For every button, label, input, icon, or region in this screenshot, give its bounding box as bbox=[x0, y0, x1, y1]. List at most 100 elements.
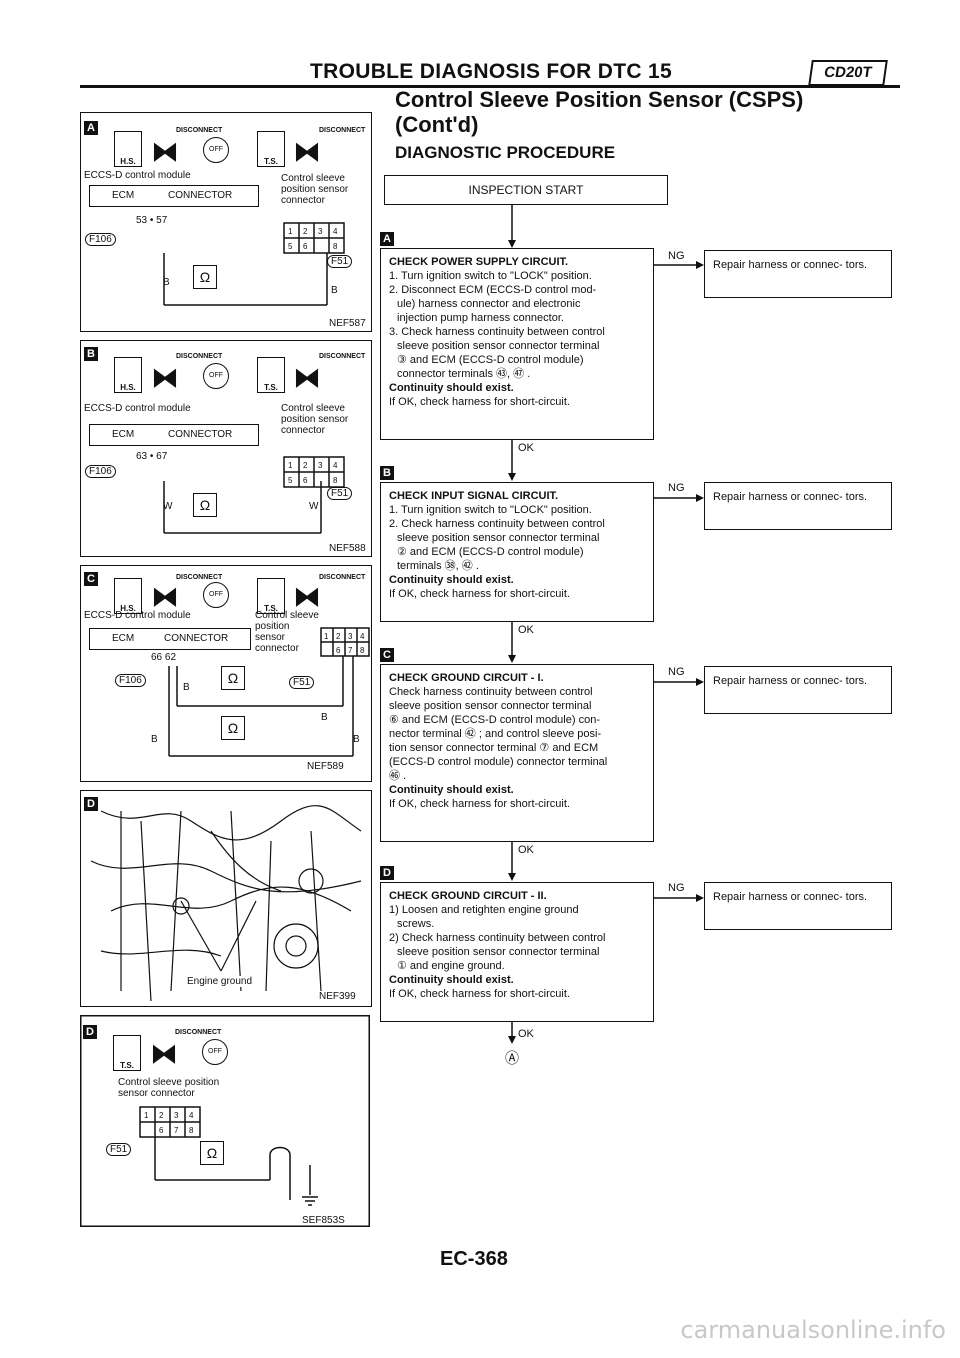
step-line: nector terminal ㊷ ; and control sleeve p… bbox=[389, 728, 602, 740]
disconnect-label: DISCONNECT bbox=[176, 127, 223, 134]
step-line: ule) harness connector and electronic bbox=[397, 298, 581, 310]
figure-letter: B bbox=[84, 347, 98, 361]
ecm-text: ECM bbox=[112, 190, 135, 201]
disconnect-label: DISCONNECT bbox=[176, 574, 223, 581]
figure-c-panel: C H.S. DISCONNECT ⧓ OFF T.S. DISCONNECT … bbox=[80, 565, 372, 782]
svg-text:4: 4 bbox=[333, 461, 338, 470]
step-line: 1. Turn ignition switch to "LOCK" positi… bbox=[389, 504, 592, 516]
harness-side-icon: H.S. bbox=[114, 357, 142, 393]
figure-code: NEF587 bbox=[329, 318, 366, 329]
step-line: screws. bbox=[397, 918, 435, 930]
section-title: Control Sleeve Position Sensor (CSPS) (C… bbox=[395, 87, 803, 137]
svg-text:7: 7 bbox=[348, 646, 353, 655]
ecm-connector-box: ECM CONNECTOR bbox=[89, 628, 251, 650]
step-line: terminals ㊳, ㊷ . bbox=[397, 560, 479, 572]
repair-box: Repair harness or connec- tors. bbox=[704, 482, 892, 530]
watermark: carmanualsonline.info bbox=[680, 1316, 946, 1344]
ohmmeter-icon: Ω bbox=[221, 716, 245, 740]
connector-f106: F106 bbox=[85, 233, 116, 246]
svg-text:1: 1 bbox=[288, 461, 293, 470]
step-letter: B bbox=[380, 466, 394, 480]
ignition-off-icon: OFF bbox=[203, 363, 229, 389]
svg-text:6: 6 bbox=[303, 242, 308, 251]
step-line: sleeve position sensor connector termina… bbox=[397, 946, 600, 958]
ng-label: NG bbox=[668, 482, 685, 494]
svg-text:3: 3 bbox=[348, 632, 353, 641]
disconnect-label: DISCONNECT bbox=[319, 353, 366, 360]
step-tail: If OK, check harness for short-circuit. bbox=[389, 588, 570, 600]
step-letter: D bbox=[380, 866, 394, 880]
ohmmeter-icon: Ω bbox=[200, 1141, 224, 1165]
sensor-label: Control sleeve position sensor connector bbox=[281, 173, 349, 206]
wire-color: B bbox=[151, 734, 158, 745]
page-header-title: TROUBLE DIAGNOSIS FOR DTC 15 bbox=[310, 60, 672, 83]
ok-label: OK bbox=[518, 1028, 534, 1040]
step-power-supply: CHECK POWER SUPPLY CIRCUIT. 1. Turn igni… bbox=[380, 248, 654, 440]
step-line: (ECCS-D control module) connector termin… bbox=[389, 756, 608, 768]
header-rule bbox=[80, 85, 900, 88]
disconnect-label: DISCONNECT bbox=[319, 127, 366, 134]
figure-d-panel: D Engine ground NEF399 bbox=[80, 790, 372, 1007]
ohmmeter-icon: Ω bbox=[193, 265, 217, 289]
harness-side-icon: H.S. bbox=[114, 131, 142, 167]
svg-text:5: 5 bbox=[288, 476, 293, 485]
step-ground-circuit-1: CHECK GROUND CIRCUIT - I. Check harness … bbox=[380, 664, 654, 842]
step-line: 2. Disconnect ECM (ECCS-D control mod- bbox=[389, 284, 597, 296]
section-title-line2: (Cont'd) bbox=[395, 112, 479, 137]
svg-text:8: 8 bbox=[333, 242, 338, 251]
svg-text:1: 1 bbox=[288, 227, 293, 236]
pin-numbers: 53 • 57 bbox=[136, 215, 168, 226]
svg-text:3: 3 bbox=[318, 461, 323, 470]
step-tail: If OK, check harness for short-circuit. bbox=[389, 988, 570, 1000]
harness-side-icon: H.S. bbox=[114, 578, 142, 614]
svg-text:4: 4 bbox=[333, 227, 338, 236]
figure-code: SEF853S bbox=[302, 1215, 345, 1226]
svg-text:2: 2 bbox=[303, 461, 308, 470]
ng-label: NG bbox=[668, 666, 685, 678]
ohmmeter-icon: Ω bbox=[193, 493, 217, 517]
wire-color: B bbox=[163, 277, 170, 288]
engine-ground-illustration bbox=[90, 805, 362, 1002]
svg-text:1: 1 bbox=[324, 632, 329, 641]
sensor-label: Control sleeve position sensor connector bbox=[255, 610, 319, 654]
ecm-label: ECCS-D control module bbox=[84, 403, 191, 414]
step-line: ① and engine ground. bbox=[397, 960, 505, 972]
svg-text:3: 3 bbox=[318, 227, 323, 236]
step-line: Check harness continuity between control bbox=[389, 686, 593, 698]
procedure-subtitle: DIAGNOSTIC PROCEDURE bbox=[395, 143, 616, 162]
svg-text:8: 8 bbox=[189, 1126, 194, 1135]
svg-text:8: 8 bbox=[333, 476, 338, 485]
ecm-text: ECM bbox=[112, 429, 135, 440]
wire-color: W bbox=[163, 501, 173, 512]
repair-box: Repair harness or connec- tors. bbox=[704, 250, 892, 298]
step-heading: CHECK POWER SUPPLY CIRCUIT. bbox=[389, 256, 569, 268]
connector-f51: F51 bbox=[289, 676, 315, 689]
step-line: 1) Loosen and retighten engine ground bbox=[389, 904, 579, 916]
connector-f106: F106 bbox=[85, 465, 116, 478]
figure-a-panel: A H.S. DISCONNECT ⧓ OFF T.S. DISCONNECT … bbox=[80, 112, 372, 332]
step-line: sleeve position sensor connector termina… bbox=[397, 340, 600, 352]
inspection-start-box: INSPECTION START bbox=[384, 175, 668, 205]
step-line: ⑥ and ECM (ECCS-D control module) con- bbox=[389, 714, 600, 726]
ignition-off-icon: OFF bbox=[203, 137, 229, 163]
svg-text:4: 4 bbox=[360, 632, 365, 641]
connector-plug-icon: ⧓ bbox=[293, 362, 321, 393]
figure-code: NEF399 bbox=[319, 991, 356, 1002]
engine-ground-label: Engine ground bbox=[185, 976, 255, 987]
ignition-off-icon: OFF bbox=[202, 1039, 228, 1065]
connector-text: CONNECTOR bbox=[164, 633, 229, 644]
connector-plug-icon: ⧓ bbox=[293, 581, 321, 612]
connector-plug-icon: ⧓ bbox=[293, 136, 321, 167]
step-heading: CHECK GROUND CIRCUIT - II. bbox=[389, 890, 547, 902]
continuity-note: Continuity should exist. bbox=[389, 974, 514, 986]
connector-f106: F106 bbox=[115, 674, 146, 687]
step-line: 2. Check harness continuity between cont… bbox=[389, 518, 605, 530]
ecm-connector-box: ECM CONNECTOR bbox=[89, 424, 259, 446]
wire-color: B bbox=[353, 734, 360, 745]
connector-f51: F51 bbox=[106, 1143, 132, 1156]
step-tail: If OK, check harness for short-circuit. bbox=[389, 798, 570, 810]
disconnect-label: DISCONNECT bbox=[319, 574, 366, 581]
ng-label: NG bbox=[668, 882, 685, 894]
